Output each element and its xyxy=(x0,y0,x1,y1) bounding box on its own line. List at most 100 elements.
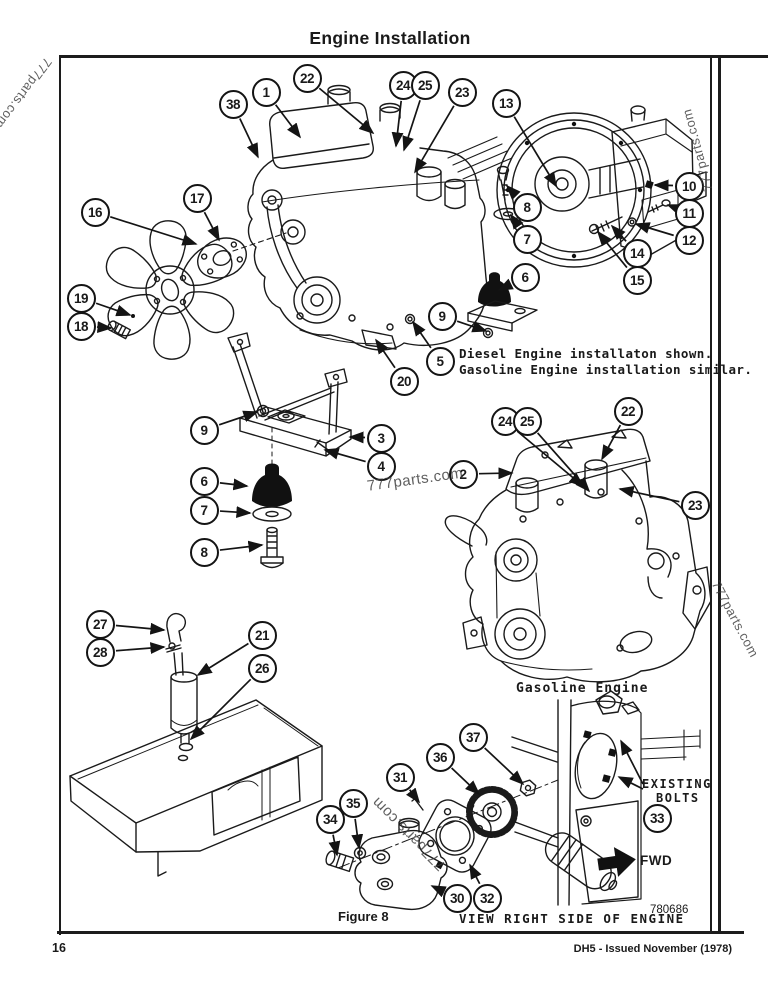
callout-balloon-23: 23 xyxy=(680,490,710,520)
callout-balloon-27: 27 xyxy=(85,609,115,639)
callout-balloon-19: 19 xyxy=(66,283,96,313)
gasoline-engine-label: Gasoline Engine xyxy=(516,681,649,696)
leader-arrow-30 xyxy=(430,885,447,898)
border-right-inner xyxy=(710,55,712,934)
leader-arrow-1 xyxy=(274,104,302,139)
leader-arrow-12 xyxy=(634,222,674,237)
leader-arrow-26 xyxy=(189,678,252,741)
callout-balloon-9: 9 xyxy=(427,301,457,331)
callout-balloon-6: 6 xyxy=(189,466,219,496)
callout-balloon-21: 21 xyxy=(247,620,277,650)
leader-arrow-7 xyxy=(219,506,252,519)
existing-bolts-label-line2: BOLTS xyxy=(656,791,700,805)
callout-balloon-25: 25 xyxy=(410,70,440,100)
callout-balloon-7: 7 xyxy=(512,224,542,254)
callout-balloon-16: 16 xyxy=(80,197,110,227)
callout-balloon-36: 36 xyxy=(425,742,455,772)
leader-arrow-5 xyxy=(412,320,432,349)
leader-arrow-8 xyxy=(505,184,521,200)
gasoline-engine-illustration xyxy=(444,428,712,683)
border-right-outer xyxy=(718,55,721,934)
leader-arrow-6 xyxy=(219,478,249,491)
leader-arrow-16 xyxy=(109,216,198,246)
right-mount-hardware-illustration xyxy=(467,165,538,339)
callout-balloon-12: 12 xyxy=(674,225,704,255)
existing-bolts-arrow-1 xyxy=(620,739,644,785)
leader-arrow-18 xyxy=(96,321,113,334)
leader-arrow-11 xyxy=(666,204,683,216)
callout-balloon-8: 8 xyxy=(189,537,219,567)
footer-issue-text: DH5 - Issued November (1978) xyxy=(573,943,732,955)
callout-balloon-22: 22 xyxy=(613,396,643,426)
leader-arrow-2 xyxy=(478,467,514,480)
leader-arrow-37 xyxy=(484,747,525,786)
callout-balloon-17: 17 xyxy=(182,183,212,213)
callout-balloon-6: 6 xyxy=(510,262,540,292)
engine-right-side-view-illustration xyxy=(511,690,701,906)
leader-arrow-9 xyxy=(456,320,488,333)
callout-balloon-2: 2 xyxy=(448,459,478,489)
figure-label: Figure 8 xyxy=(338,909,389,924)
callout-balloon-9: 9 xyxy=(189,415,219,445)
callout-balloon-4: 4 xyxy=(366,451,396,481)
leader-arrow-23 xyxy=(414,105,455,174)
leader-arrow-9 xyxy=(218,410,259,426)
leader-arrow-7 xyxy=(510,213,524,230)
border-bottom xyxy=(57,931,744,934)
leader-arrow-22 xyxy=(601,424,622,461)
diesel-note-line2: Gasoline Engine installation similar. xyxy=(459,362,753,377)
leader-arrow-8 xyxy=(219,540,264,553)
fwd-label: FWD xyxy=(640,853,673,868)
page-title: Engine Installation xyxy=(309,28,471,48)
callout-balloon-32: 32 xyxy=(472,883,502,913)
leader-arrow-6 xyxy=(497,278,514,291)
callout-balloon-30: 30 xyxy=(442,883,472,913)
callout-balloon-7: 7 xyxy=(189,495,219,525)
leader-arrow-35 xyxy=(351,818,364,850)
fwd-arrow-icon xyxy=(597,847,636,877)
hydraulic-pump-illustration xyxy=(325,779,559,911)
callout-balloon-5: 5 xyxy=(425,346,455,376)
figure-caption: VIEW RIGHT SIDE OF ENGINE xyxy=(459,911,685,926)
flywheel-housing-illustration xyxy=(496,105,707,268)
leader-arrow-10 xyxy=(653,179,674,192)
leader-arrow-34 xyxy=(328,834,341,857)
callout-balloon-38: 38 xyxy=(218,89,248,119)
callout-balloon-35: 35 xyxy=(338,788,368,818)
callout-balloon-22: 22 xyxy=(292,63,322,93)
callout-balloon-28: 28 xyxy=(85,637,115,667)
leader-arrow-28 xyxy=(115,642,166,654)
engine-mount-hardware-illustration xyxy=(252,427,332,569)
callout-balloon-15: 15 xyxy=(622,265,652,295)
leader-arrow-25 xyxy=(536,432,591,493)
leader-arrow-15 xyxy=(596,230,628,269)
callout-balloon-37: 37 xyxy=(458,722,488,752)
document-number: 780686 xyxy=(650,904,689,916)
callout-leader-arrows xyxy=(95,87,683,898)
leader-arrow-20 xyxy=(375,338,396,369)
callout-balloon-26: 26 xyxy=(247,653,277,683)
leader-arrow-27 xyxy=(115,622,166,635)
existing-bolts-label-line1: EXISTING xyxy=(642,777,712,791)
leader-arrow-19 xyxy=(95,302,132,317)
callout-balloon-33: 33 xyxy=(642,803,672,833)
callout-balloon-1: 1 xyxy=(251,77,281,107)
leader-arrow-14 xyxy=(610,224,627,242)
mount-bracket-illustration xyxy=(227,332,352,457)
leader-arrow-22 xyxy=(318,87,375,135)
cooling-fan-illustration xyxy=(99,220,247,360)
leader-arrow-31 xyxy=(406,787,421,804)
leader-arrow-23 xyxy=(618,486,680,503)
callout-balloon-23: 23 xyxy=(447,77,477,107)
leader-arrow-13 xyxy=(513,116,557,188)
diesel-engine-illustration xyxy=(232,84,513,351)
callout-balloon-14: 14 xyxy=(622,238,652,268)
callout-balloon-31: 31 xyxy=(385,762,415,792)
border-left xyxy=(59,55,61,935)
muffler-hood-illustration xyxy=(69,612,323,877)
page-number: 16 xyxy=(52,941,66,955)
leader-arrow-24 xyxy=(516,430,585,488)
callout-balloon-11: 11 xyxy=(674,198,704,228)
